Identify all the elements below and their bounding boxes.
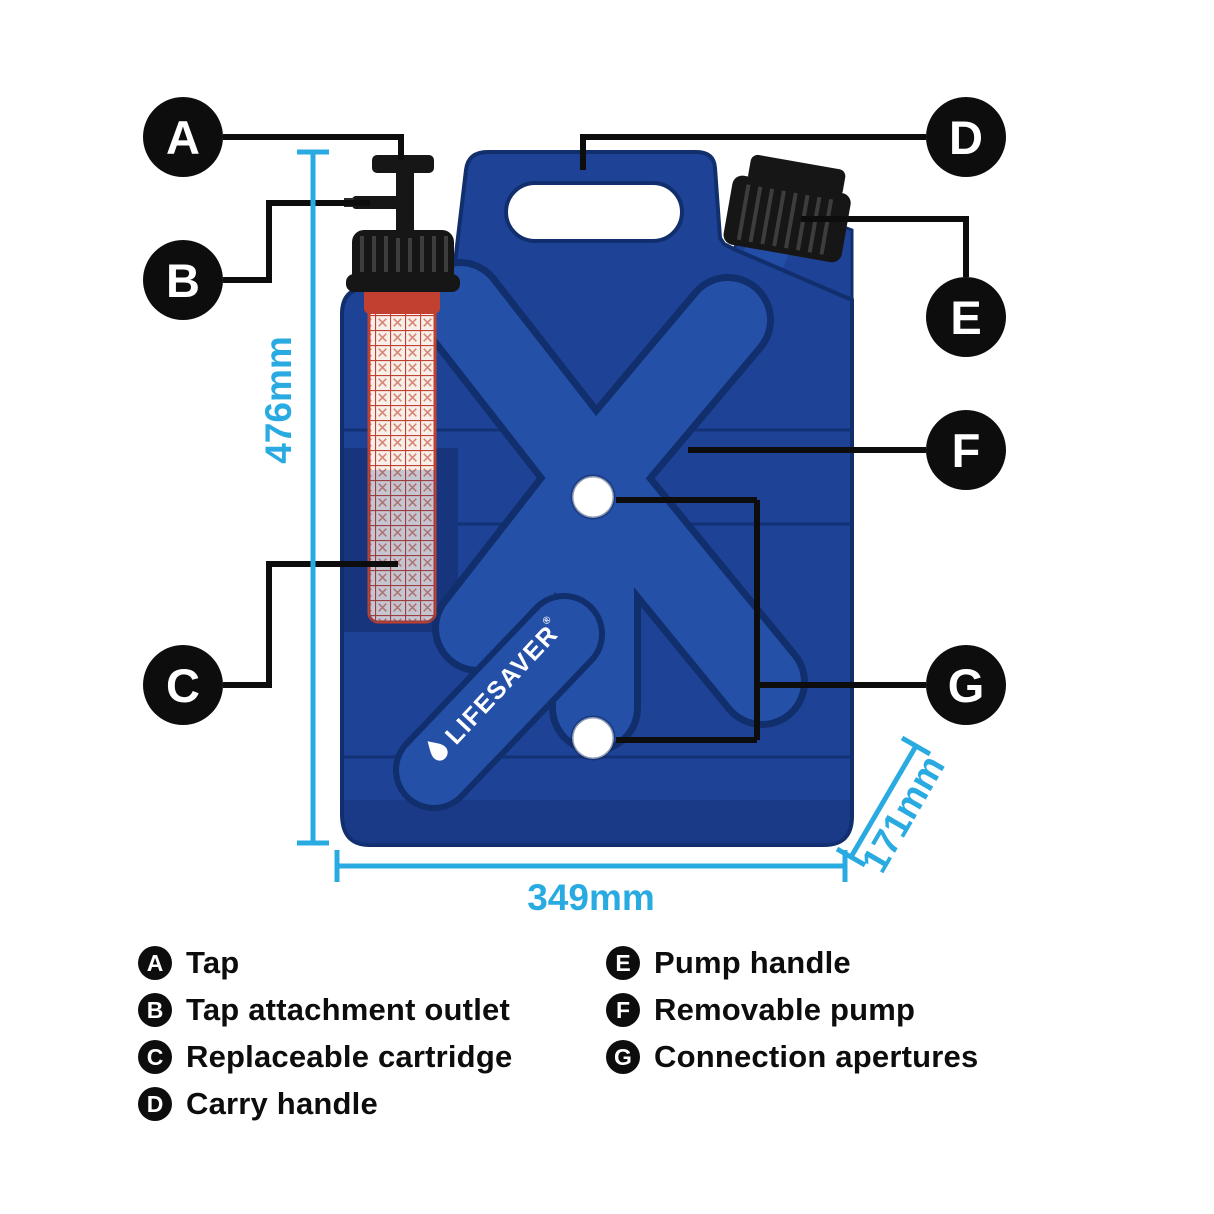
legend-item-b: B Tap attachment outlet [138,992,512,1027]
body-bottom-shade [344,800,850,845]
callout-b-badge: B [143,240,223,320]
callout-c-badge: C [143,645,223,725]
pump-cap-ribs [736,184,834,255]
tap-cap-ribs [360,236,448,272]
legend-left-column: A Tap B Tap attachment outlet C Replacea… [138,945,513,1121]
legend-item-f: F Removable pump [606,992,978,1027]
legend-f-label: Removable pump [654,992,916,1027]
dimension-depth: 171mm [835,735,953,879]
legend-item-c: C Replaceable cartridge [138,1039,513,1074]
callout-line-e [801,216,969,277]
callout-e-badge: E [926,277,1006,357]
callout-line-c [223,561,398,688]
legend-b-badge: B [138,993,172,1027]
carry-handle-cutout [504,181,684,243]
pump-handle-cap [723,154,851,263]
callout-d-badge: D [926,97,1006,177]
tap-attachment-cap [346,230,460,292]
lifesaver-droplet-icon [427,741,448,761]
legend-e-label: Pump handle [654,945,851,980]
legend-a-label: Tap [186,945,240,980]
dimension-width: 349mm [334,850,848,918]
legend-g-badge: G [606,1040,640,1074]
legend-right-column: E Pump handle F Removable pump G Connect… [606,945,979,1074]
legend-g-label: Connection apertures [654,1039,979,1074]
removable-pump-recess [414,259,808,754]
legend-item-a: A Tap [138,945,512,980]
callout-lines [223,134,969,743]
replaceable-cartridge [364,286,440,624]
legend-a-badge: A [138,946,172,980]
legend-c-badge: C [138,1040,172,1074]
legend-item-e: E Pump handle [606,945,978,980]
callout-a-badge: A [143,97,223,177]
legend-d-badge: D [138,1087,172,1121]
callout-line-b [223,200,370,283]
callout-line-a [223,134,404,160]
callout-g-badge: G [926,645,1006,725]
connection-aperture-bottom [570,715,616,761]
legend-item-g: G Connection apertures [606,1039,979,1074]
legend-e-badge: E [606,946,640,980]
dimension-width-label: 349mm [527,877,655,918]
legend-d-label: Carry handle [186,1086,378,1121]
legend-c-label: Replaceable cartridge [186,1039,513,1074]
logo-bar [393,593,605,811]
legend-b-label: Tap attachment outlet [186,992,510,1027]
dimension-height: 476mm [258,149,329,846]
connection-aperture-top [570,474,616,520]
callout-f-badge: F [926,410,1006,490]
dimension-height-label: 476mm [258,336,299,464]
legend-item-d: D Carry handle [138,1086,512,1121]
callout-line-g [616,497,926,743]
legend-f-badge: F [606,993,640,1027]
callout-line-d [580,134,926,170]
tap [344,155,434,238]
